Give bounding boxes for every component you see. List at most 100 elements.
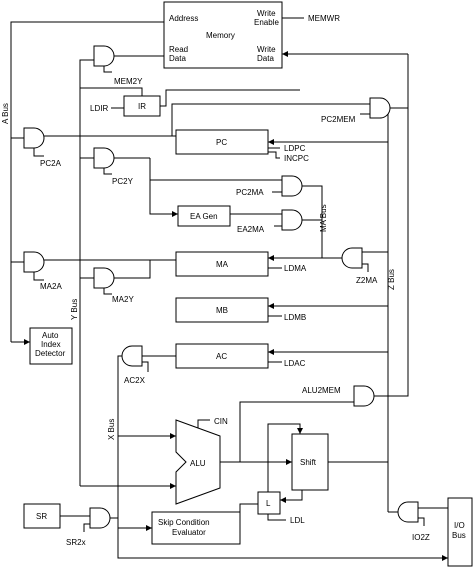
sr2x-ctrl-wire [83, 523, 90, 532]
skip-condition-evaluator-block [151, 511, 241, 545]
pc2mem-label: PC2MEM [321, 115, 356, 124]
z2ma-label: Z2MA [356, 276, 378, 285]
z2ma-and-gate [341, 247, 363, 269]
xbus-to-alu-arrow [170, 433, 176, 439]
shift-block [291, 433, 329, 491]
alu2mem-and-gate [353, 385, 375, 407]
zbus-to-mb-arrow [268, 303, 274, 309]
pc2mem-and-gate [369, 97, 391, 119]
mem2y-to-ybus-wire [79, 59, 94, 63]
ma-to-ma2y-wire [114, 260, 151, 279]
pc-label: PC [216, 138, 227, 147]
ma-label: MA [216, 260, 229, 269]
alu-block [175, 419, 221, 505]
ac2x-ctrl-wire [142, 361, 149, 372]
pc2ma-out-wire [302, 185, 323, 196]
ea-gen-arrow [172, 211, 178, 217]
io2z-and-gate [397, 501, 419, 523]
pc-to-pc2mem-wire [171, 103, 370, 136]
memory-read-data-label: Read [169, 45, 188, 54]
ybus-to-alu-arrow [170, 483, 176, 489]
z-bus-label: Z Bus [387, 269, 396, 290]
io2z-label: IO2Z [412, 533, 430, 542]
a-bus-to-address-wire [10, 21, 164, 24]
pc2y-label: PC2Y [112, 177, 134, 186]
ldl-label: LDL [290, 516, 305, 525]
ma2a-ctrl-wire [33, 272, 44, 281]
pc2ma-and-gate [281, 175, 303, 197]
io2z-ctrl-wire [418, 517, 425, 526]
ma2y-label: MA2Y [112, 295, 134, 304]
sr2x-label: SR2x [66, 538, 86, 547]
alu-to-alu2mem-wire [239, 401, 354, 462]
ac2x-and-gate [121, 345, 143, 367]
ldpc-label: LDPC [284, 144, 306, 153]
l-register [257, 491, 281, 515]
ma2y-ctrl-wire [103, 288, 112, 295]
xbus-to-io-wire [117, 538, 448, 559]
skip-label-2: Evaluator [172, 528, 206, 537]
auto-index-label-3: Detector [35, 349, 66, 358]
ir-to-ea-gen-wire [149, 180, 178, 215]
ma2a-and-gate [23, 251, 45, 273]
ir-to-ea-path-wire [160, 89, 300, 107]
pc2a-ctrl-wire [33, 148, 44, 157]
memory-write-data-label: Write [257, 45, 276, 54]
pc2y-ctrl-wire [103, 168, 112, 175]
ldma-label: LDMA [284, 264, 307, 273]
zbus-to-ac-arrow [268, 349, 274, 355]
mem2y-ctrl-wire [103, 66, 112, 73]
mem2y-and-gate [93, 45, 115, 67]
pc-to-pc2ma-wire [149, 158, 282, 181]
ldir-label: LDIR [90, 104, 108, 113]
a-bus-label: A Bus [1, 103, 10, 124]
ea2ma-label: EA2MA [237, 225, 265, 234]
ldmb-label: LDMB [284, 313, 306, 322]
ac-register [175, 343, 269, 369]
cin-wire [197, 419, 210, 428]
skip-label-1: Skip Condition [158, 518, 210, 527]
shift-to-l-wire [280, 490, 303, 501]
mb-register [175, 297, 269, 323]
zbus-to-pc-arrow [268, 139, 274, 145]
shift-to-l-arrow [280, 497, 286, 503]
mb-label: MB [216, 306, 228, 315]
auto-index-arrow [24, 339, 30, 345]
incpc-label: INCPC [284, 154, 309, 163]
pc2y-and-gate [93, 147, 115, 169]
pc2a-and-gate [23, 127, 45, 149]
auto-index-label-1: Auto [42, 331, 59, 340]
l-to-shift-arrow [297, 428, 303, 434]
alu-to-shift-arrow [286, 459, 292, 465]
ma-bus-label: MA Bus [319, 204, 328, 232]
l-label: L [266, 499, 271, 508]
ldl-wire [267, 514, 286, 521]
auto-index-label-2: Index [41, 340, 61, 349]
memory-title: Memory [206, 31, 235, 40]
sr2x-and-gate [89, 507, 111, 529]
alu2mem-label: ALU2MEM [302, 386, 341, 395]
ybus-to-ir-wire [80, 87, 143, 96]
memory-read-data-label-2: Data [169, 54, 186, 63]
io-bus-block [447, 497, 473, 567]
ma-bus-to-ma-wire [268, 232, 323, 259]
ma-register [175, 251, 269, 277]
io-bus-label-1: I/O [454, 521, 465, 530]
xbus-to-skip-arrow [146, 525, 152, 531]
memory-write-data-label-2: Data [257, 54, 274, 63]
l-to-skip-wire [239, 503, 258, 512]
memwr-label: MEMWR [308, 14, 340, 23]
z2ma-ctrl-wire [362, 263, 369, 272]
pc2a-label: PC2A [40, 159, 62, 168]
incpc-wire [268, 151, 280, 159]
y-bus-label: Y Bus [70, 299, 79, 320]
shift-label: Shift [300, 458, 317, 467]
pc2ma-label: PC2MA [236, 188, 264, 197]
auto-index-detector-block [29, 327, 73, 365]
ir-label: IR [138, 102, 146, 111]
alu2mem-out-wire [374, 392, 409, 397]
ma-bus-to-ma-arrow [268, 255, 274, 261]
sr-label: SR [36, 512, 47, 521]
ac2x-to-xbus-wire [117, 355, 122, 360]
